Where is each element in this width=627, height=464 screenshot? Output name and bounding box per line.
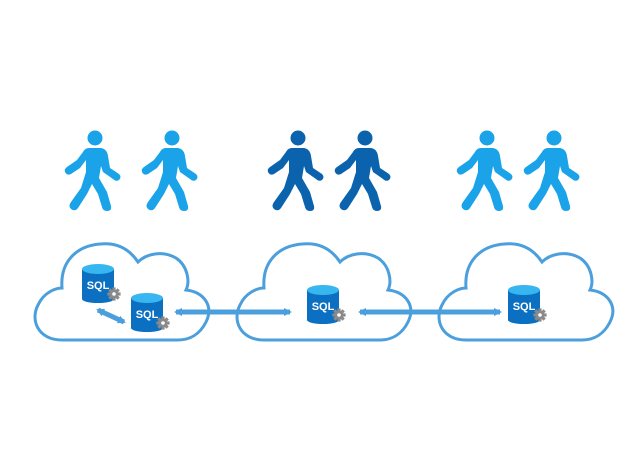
walking-person-icon	[141, 130, 198, 211]
sql-database-icon: SQL	[307, 285, 346, 324]
sql-database-icon: SQL	[82, 264, 121, 303]
walker-group-3	[456, 130, 580, 211]
cloud-icon	[437, 242, 615, 342]
sync-arrow	[96, 307, 126, 325]
walker-group-1	[64, 130, 198, 211]
walking-person-icon	[456, 130, 513, 211]
sql-label: SQL	[513, 301, 536, 313]
walking-person-icon	[523, 130, 580, 211]
gear-icon	[107, 287, 121, 301]
walker-group-2	[267, 130, 391, 211]
cloud-icon	[33, 242, 211, 342]
sql-database-icon: SQL	[508, 285, 547, 324]
sql-label: SQL	[312, 301, 335, 313]
gear-icon	[156, 316, 170, 330]
sql-label: SQL	[87, 280, 110, 292]
gear-icon	[533, 308, 547, 322]
sql-label: SQL	[136, 309, 159, 321]
gear-icon	[332, 308, 346, 322]
walking-person-icon	[334, 130, 391, 211]
sql-database-icon: SQL	[131, 293, 170, 332]
walking-person-icon	[64, 130, 121, 211]
walking-person-icon	[267, 130, 324, 211]
